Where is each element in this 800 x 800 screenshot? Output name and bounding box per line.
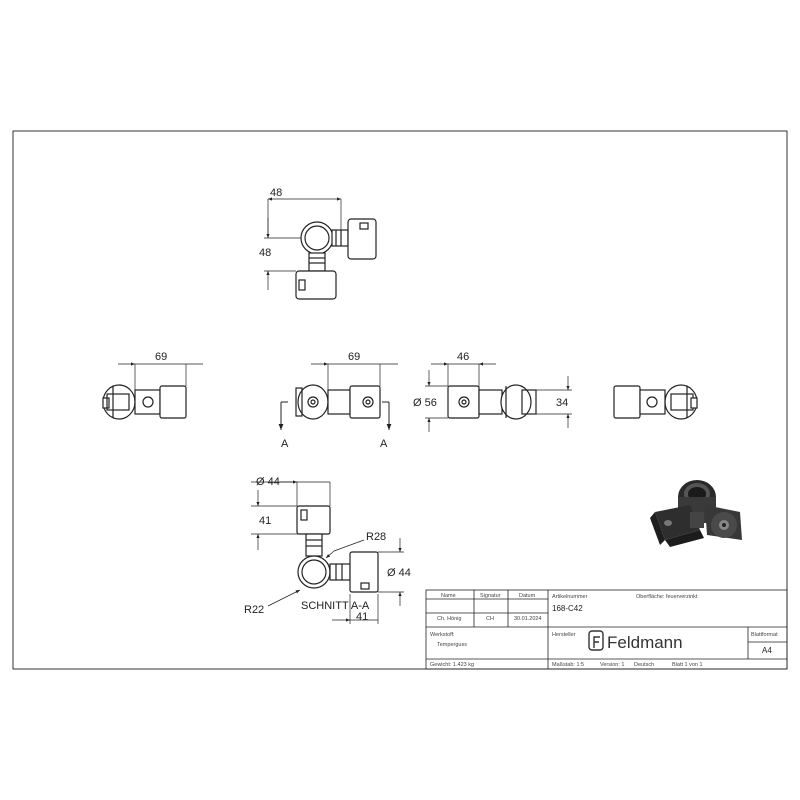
tb-hersteller-label: Hersteller [552, 632, 576, 638]
tb-artikelnummer-label: Artikelnummer [552, 594, 588, 600]
dim-view3-diameter: Ø 56 [413, 397, 437, 409]
dim-view1-width: 69 [155, 351, 167, 363]
section-label: SCHNITT A-A [301, 600, 370, 612]
section-a-a-dimensions [251, 480, 404, 624]
side-view-3 [447, 384, 537, 420]
dim-sec-radius-inner: R22 [244, 604, 264, 616]
tb-werkstoff-label: Werkstoff: [430, 632, 455, 638]
section-mark-left: A [281, 438, 289, 450]
tb-header-signatur: Signatur [480, 593, 501, 599]
side-view-2 [295, 384, 381, 420]
dim-view2-width: 69 [348, 351, 360, 363]
tb-brand: Feldmann [607, 633, 683, 652]
tb-blattformat-label: Blattformat [751, 632, 778, 638]
part-3d-render [650, 480, 742, 547]
feldmann-logo-icon [588, 630, 604, 651]
dim-sec-top-height: 41 [259, 515, 271, 527]
drawing-frame [12, 130, 788, 670]
side-view-1 [102, 384, 187, 420]
tb-sprache: Deutsch [634, 662, 654, 668]
dim-top-width: 48 [270, 187, 282, 199]
dim-top-height: 48 [259, 247, 271, 259]
dim-sec-right-diameter: Ø 44 [387, 567, 411, 579]
side-view-1-dimensions [118, 362, 203, 390]
side-view-2-dimensions [311, 362, 398, 390]
tb-row1-datum: 30.01.2024 [514, 616, 542, 622]
dim-sec-right-width: 41 [356, 611, 368, 623]
section-line [278, 401, 392, 430]
dim-sec-radius-outer: R28 [366, 531, 386, 543]
section-mark-right: A [380, 438, 388, 450]
tb-massstab: Maßstab: 1:5 [552, 662, 584, 668]
top-view [295, 218, 377, 300]
top-view-dimensions [264, 197, 342, 290]
tb-header-name: Name [441, 593, 456, 599]
tb-version: Version: 1 [600, 662, 624, 668]
tb-werkstoff-value: Temperguss [437, 642, 467, 648]
side-view-3-dimensions [425, 362, 572, 432]
tb-header-datum: Datum [519, 593, 536, 599]
section-a-a-view [296, 505, 379, 593]
tb-gewicht: Gewicht: 1.423 kg [430, 662, 474, 668]
tb-blatt: Blatt 1 von 1 [672, 662, 703, 668]
dim-view3-height: 34 [556, 397, 568, 409]
side-view-4 [613, 384, 698, 420]
dim-sec-top-diameter: Ø 44 [256, 476, 280, 488]
tb-artikelnummer-value: 168-C42 [552, 604, 583, 613]
tb-blattformat-value: A4 [762, 646, 772, 655]
title-block [425, 589, 788, 670]
tb-row1-name: Ch. Hönig [437, 616, 461, 622]
tb-oberflaeche: Oberfläche: feuerverzinkt [636, 594, 698, 600]
tb-row1-signatur: CH [486, 616, 494, 622]
dim-view3-width: 46 [457, 351, 469, 363]
